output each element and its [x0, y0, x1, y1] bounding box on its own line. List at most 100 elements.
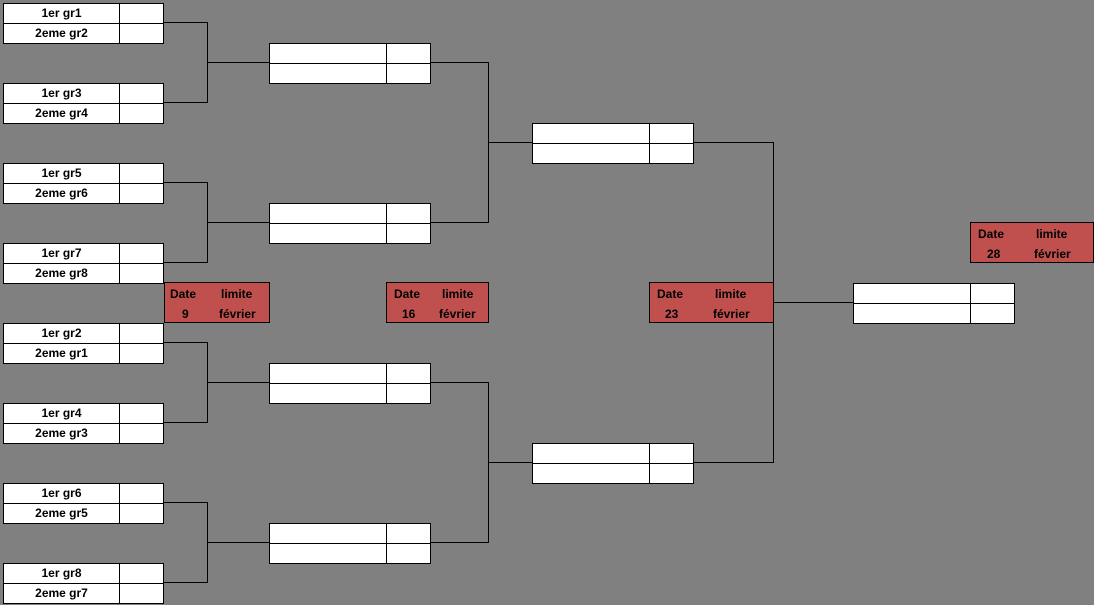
connector-line: [164, 262, 208, 263]
connector-line: [431, 382, 489, 383]
connector-line: [431, 542, 489, 543]
connector-line: [164, 22, 208, 23]
score-cell[interactable]: [970, 303, 1015, 324]
deadline-month: février: [713, 307, 750, 321]
team-name-cell[interactable]: 2eme gr3: [3, 423, 120, 444]
score-cell[interactable]: [386, 523, 431, 544]
connector-line: [694, 462, 774, 463]
team-name-cell[interactable]: [269, 203, 387, 224]
team-name-cell[interactable]: [853, 283, 971, 304]
team-name-cell[interactable]: 1er gr8: [3, 563, 120, 584]
score-cell[interactable]: [386, 63, 431, 84]
connector-line: [164, 182, 208, 183]
deadline-label: limite: [221, 287, 253, 301]
connector-line: [164, 502, 208, 503]
connector-line: [431, 62, 489, 63]
team-name-cell[interactable]: [269, 383, 387, 404]
score-cell[interactable]: [386, 363, 431, 384]
connector-line: [164, 342, 208, 343]
connector-line: [164, 422, 208, 423]
score-cell[interactable]: [386, 203, 431, 224]
team-name-cell[interactable]: [269, 43, 387, 64]
deadline-label: limite: [715, 287, 747, 301]
connector-line: [207, 542, 269, 543]
connector-line: [207, 382, 269, 383]
connector-line: [488, 142, 532, 143]
deadline-label: Date: [657, 287, 684, 301]
score-cell[interactable]: [119, 163, 164, 184]
team-name-cell[interactable]: 2eme gr1: [3, 343, 120, 364]
connector-line: [431, 222, 489, 223]
connector-line: [207, 62, 269, 63]
team-name-cell[interactable]: 1er gr2: [3, 323, 120, 344]
team-name-cell[interactable]: 2eme gr7: [3, 583, 120, 604]
score-cell[interactable]: [649, 123, 694, 144]
team-name-cell[interactable]: 2eme gr2: [3, 23, 120, 44]
score-cell[interactable]: [649, 463, 694, 484]
score-cell[interactable]: [970, 283, 1015, 304]
score-cell[interactable]: [649, 143, 694, 164]
deadline-label: Date: [978, 227, 1005, 241]
score-cell[interactable]: [119, 23, 164, 44]
deadline-month: février: [1034, 247, 1071, 261]
score-cell[interactable]: [119, 103, 164, 124]
connector-line: [164, 102, 208, 103]
score-cell[interactable]: [386, 543, 431, 564]
deadline-final: Date limite 28 février: [970, 222, 1094, 263]
score-cell[interactable]: [119, 423, 164, 444]
deadline-round2: Date limite 16 février: [386, 282, 489, 323]
connector-line: [488, 462, 532, 463]
team-name-cell[interactable]: [269, 363, 387, 384]
team-name-cell[interactable]: [269, 223, 387, 244]
score-cell[interactable]: [119, 83, 164, 104]
team-name-cell[interactable]: 1er gr3: [3, 83, 120, 104]
team-name-cell[interactable]: 1er gr7: [3, 243, 120, 264]
score-cell[interactable]: [386, 383, 431, 404]
connector-line: [773, 302, 853, 303]
connector-line: [207, 222, 269, 223]
team-name-cell[interactable]: [532, 463, 650, 484]
score-cell[interactable]: [119, 403, 164, 424]
team-name-cell[interactable]: 1er gr5: [3, 163, 120, 184]
deadline-round1: Date limite 9 février: [164, 282, 270, 323]
connector-line: [694, 142, 774, 143]
score-cell[interactable]: [119, 343, 164, 364]
team-name-cell[interactable]: 1er gr1: [3, 3, 120, 24]
deadline-month: février: [439, 307, 476, 321]
team-name-cell[interactable]: 2eme gr6: [3, 183, 120, 204]
score-cell[interactable]: [119, 503, 164, 524]
score-cell[interactable]: [119, 563, 164, 584]
team-name-cell[interactable]: [269, 523, 387, 544]
team-name-cell[interactable]: 1er gr4: [3, 403, 120, 424]
team-name-cell[interactable]: [269, 63, 387, 84]
deadline-day: 16: [402, 307, 416, 321]
deadline-day: 23: [665, 307, 679, 321]
score-cell[interactable]: [119, 243, 164, 264]
score-cell[interactable]: [119, 483, 164, 504]
team-name-cell[interactable]: 2eme gr4: [3, 103, 120, 124]
score-cell[interactable]: [119, 323, 164, 344]
team-name-cell[interactable]: [532, 143, 650, 164]
deadline-label: Date: [170, 287, 197, 301]
team-name-cell[interactable]: [532, 123, 650, 144]
team-name-cell[interactable]: [853, 303, 971, 324]
score-cell[interactable]: [119, 3, 164, 24]
score-cell[interactable]: [119, 583, 164, 604]
deadline-label: Date: [394, 287, 421, 301]
score-cell[interactable]: [386, 43, 431, 64]
team-name-cell[interactable]: 2eme gr5: [3, 503, 120, 524]
team-name-cell[interactable]: 2eme gr8: [3, 263, 120, 284]
score-cell[interactable]: [386, 223, 431, 244]
score-cell[interactable]: [119, 183, 164, 204]
score-cell[interactable]: [119, 263, 164, 284]
deadline-round3: Date limite 23 février: [649, 282, 774, 323]
team-name-cell[interactable]: [269, 543, 387, 564]
deadline-day: 9: [182, 307, 189, 321]
deadline-day: 28: [987, 247, 1001, 261]
connector-line: [164, 582, 208, 583]
team-name-cell[interactable]: 1er gr6: [3, 483, 120, 504]
team-name-cell[interactable]: [532, 443, 650, 464]
score-cell[interactable]: [649, 443, 694, 464]
deadline-label: limite: [1036, 227, 1068, 241]
deadline-label: limite: [442, 287, 474, 301]
